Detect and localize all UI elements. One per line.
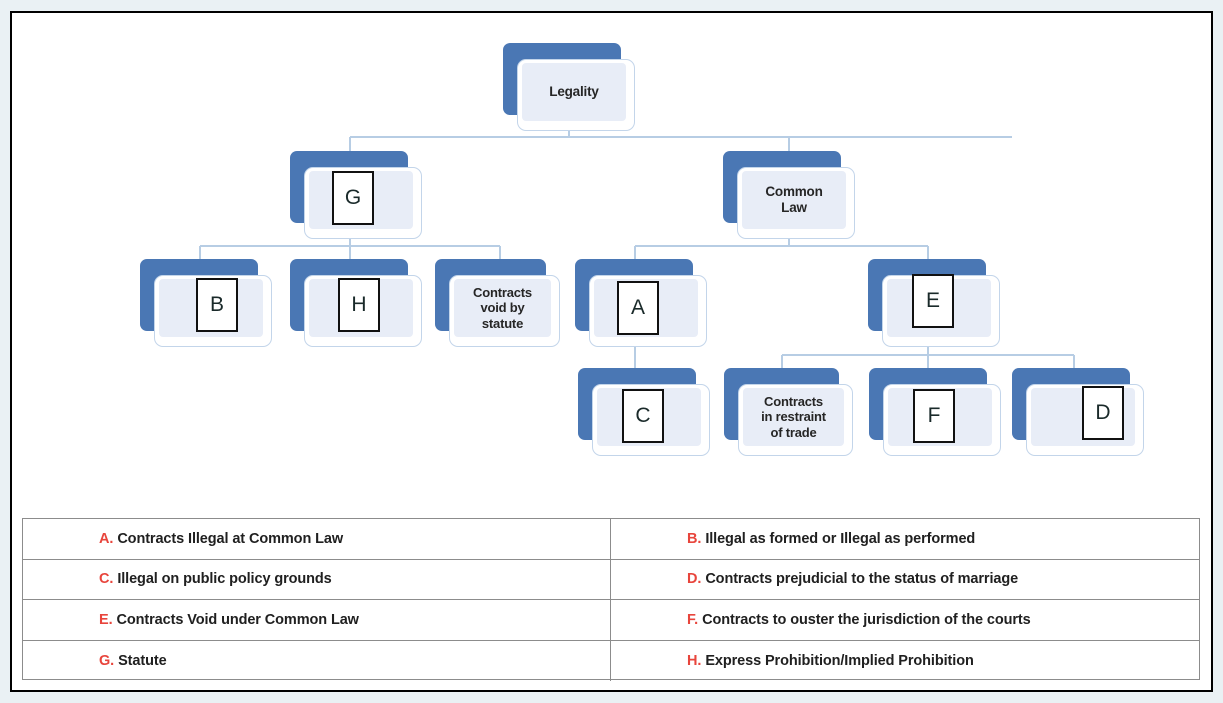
- legend-row: A. Contracts Illegal at Common Law B. Il…: [23, 519, 1199, 560]
- legend-key: C.: [99, 571, 114, 588]
- legend-cell-b: B. Illegal as formed or Illegal as perfo…: [611, 519, 1199, 559]
- legend-row: G. Statute H. Express Prohibition/Implie…: [23, 640, 1199, 682]
- legend-key: D.: [687, 571, 702, 588]
- tree-connectors: [199, 131, 1075, 368]
- legend-cell-d: D. Contracts prejudicial to the status o…: [611, 560, 1199, 600]
- legend-cell-c: C. Illegal on public policy grounds: [23, 559, 611, 599]
- node-label: Legality: [549, 84, 599, 100]
- node-letter-h: H: [338, 278, 380, 332]
- node-inner: Legality: [522, 63, 626, 121]
- node-inner: Common Law: [742, 171, 846, 229]
- node-illegal-common-law[interactable]: A: [575, 259, 707, 347]
- node-letter-f: F: [913, 389, 955, 443]
- legend-cell-e: E. Contracts Void under Common Law: [23, 600, 611, 640]
- legend-table: A. Contracts Illegal at Common Law B. Il…: [22, 518, 1200, 682]
- legend-text: Illegal on public policy grounds: [117, 571, 332, 588]
- legend-text: Express Prohibition/Implied Prohibition: [705, 652, 974, 669]
- legend-text: Contracts Void under Common Law: [116, 611, 359, 628]
- node-letter-b: B: [196, 278, 238, 332]
- node-void-common-law[interactable]: E: [868, 259, 1000, 347]
- legend-key: A.: [99, 530, 114, 547]
- legend-text: Statute: [118, 652, 167, 669]
- diagram-card: Legality G Common Law B: [10, 11, 1213, 692]
- legend-key: F.: [687, 611, 699, 628]
- legend-key: H.: [687, 652, 702, 669]
- node-statute[interactable]: G: [290, 151, 422, 239]
- legend-text: Contracts prejudicial to the status of m…: [705, 571, 1019, 588]
- node-label: Contracts in restraint of trade: [761, 394, 826, 440]
- legend-text: Contracts to ouster the jurisdiction of …: [702, 611, 1031, 628]
- node-label: Common Law: [765, 184, 823, 215]
- node-common-law[interactable]: Common Law: [723, 151, 855, 239]
- legend-key: E.: [99, 611, 113, 628]
- node-letter-e: E: [912, 274, 954, 328]
- legend-text: Contracts Illegal at Common Law: [117, 530, 344, 547]
- legend-cell-g: G. Statute: [23, 640, 611, 681]
- node-legality[interactable]: Legality: [503, 43, 635, 131]
- legend-cell-f: F. Contracts to ouster the jurisdiction …: [611, 600, 1199, 640]
- node-letter-g: G: [332, 171, 374, 225]
- legend-cell-h: H. Express Prohibition/Implied Prohibiti…: [611, 641, 1199, 682]
- node-public-policy[interactable]: C: [578, 368, 710, 456]
- node-express-prohibition[interactable]: H: [290, 259, 422, 347]
- node-letter-c: C: [622, 389, 664, 443]
- legend-row: C. Illegal on public policy grounds D. C…: [23, 559, 1199, 600]
- node-letter-d: D: [1082, 386, 1124, 440]
- legend-row: E. Contracts Void under Common Law F. Co…: [23, 600, 1199, 641]
- legend-key: G.: [99, 652, 115, 669]
- node-label: Contracts void by statute: [473, 285, 532, 331]
- node-restraint-of-trade[interactable]: Contracts in restraint of trade: [724, 368, 853, 456]
- node-contracts-void-by-statute[interactable]: Contracts void by statute: [435, 259, 560, 347]
- node-letter-a: A: [617, 281, 659, 335]
- node-inner: Contracts in restraint of trade: [743, 388, 844, 446]
- legend-key: B.: [687, 530, 702, 547]
- legend-cell-a: A. Contracts Illegal at Common Law: [23, 519, 611, 559]
- node-illegal-formed[interactable]: B: [140, 259, 272, 347]
- node-inner: Contracts void by statute: [454, 279, 551, 337]
- legend-text: Illegal as formed or Illegal as performe…: [705, 530, 976, 547]
- node-ouster-jurisdiction[interactable]: F: [869, 368, 1001, 456]
- node-status-of-marriage[interactable]: D: [1012, 368, 1144, 456]
- org-chart-tree: Legality G Common Law B: [12, 13, 1211, 508]
